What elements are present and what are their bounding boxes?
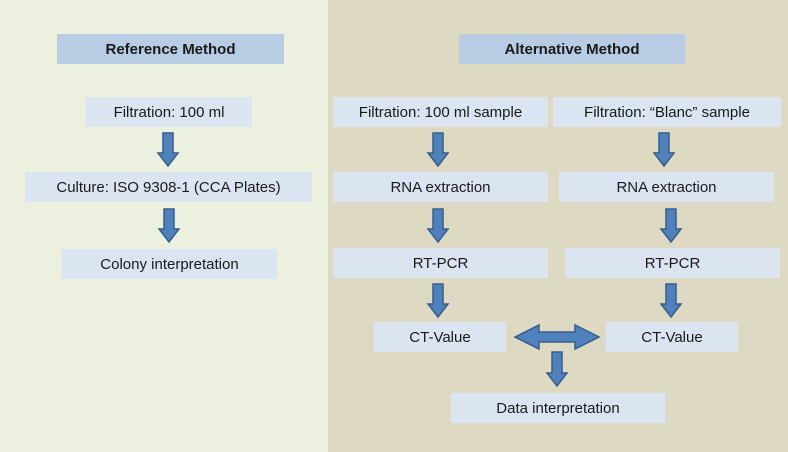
alt-sample-arrow-3: [426, 283, 450, 319]
data-interpretation-arrow: [545, 351, 569, 388]
alt-sample-ct-value: CT-Value: [374, 322, 506, 352]
ref-colony-interpretation-step: Colony interpretation: [62, 249, 277, 279]
alt-sample-filtration-step: Filtration: 100 ml sample: [333, 97, 548, 127]
ct-value-comparison-arrow: [513, 323, 601, 351]
alt-blanc-arrow-3: [659, 283, 683, 319]
alt-blanc-rna-extraction-step: RNA extraction: [559, 172, 774, 202]
alt-data-interpretation-step: Data interpretation: [451, 393, 665, 423]
ref-filtration-step: Filtration: 100 ml: [86, 97, 252, 127]
alt-sample-rt-pcr-step: RT-PCR: [333, 248, 548, 278]
ref-arrow-1: [156, 132, 180, 168]
alt-blanc-ct-value: CT-Value: [606, 322, 738, 352]
reference-method-header: Reference Method: [57, 34, 284, 64]
alt-sample-arrow-2: [426, 208, 450, 244]
ref-culture-step: Culture: ISO 9308-1 (CCA Plates): [25, 172, 312, 202]
alt-blanc-arrow-2: [659, 208, 683, 244]
ref-arrow-2: [157, 208, 181, 244]
alt-sample-rna-extraction-step: RNA extraction: [333, 172, 548, 202]
alt-blanc-arrow-1: [652, 132, 676, 168]
alt-blanc-filtration-step: Filtration: “Blanc” sample: [553, 97, 781, 127]
alt-sample-arrow-1: [426, 132, 450, 168]
alternative-method-header: Alternative Method: [459, 34, 685, 64]
alt-blanc-rt-pcr-step: RT-PCR: [565, 248, 780, 278]
